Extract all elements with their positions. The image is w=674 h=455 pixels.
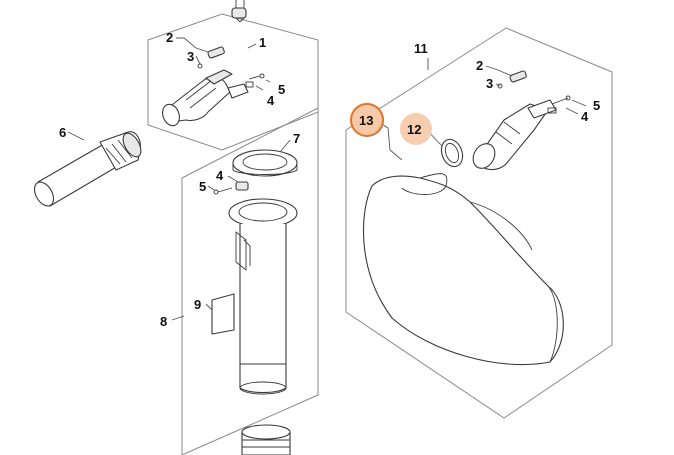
callout-3-b[interactable]: 3 bbox=[486, 76, 493, 91]
callout-9[interactable]: 9 bbox=[194, 297, 201, 312]
part-6-extension-tube bbox=[33, 131, 142, 207]
leader-lines bbox=[67, 37, 587, 321]
callout-5-b[interactable]: 5 bbox=[199, 179, 206, 194]
callout-5-c[interactable]: 5 bbox=[593, 98, 600, 113]
callout-4-c[interactable]: 4 bbox=[581, 109, 589, 124]
callout-2-b[interactable]: 2 bbox=[476, 58, 483, 73]
callout-11[interactable]: 11 bbox=[414, 41, 428, 56]
callout-3-a[interactable]: 3 bbox=[187, 49, 194, 64]
assembly-box-1 bbox=[147, 13, 319, 151]
callout-13[interactable]: 13 bbox=[359, 113, 373, 128]
part-12-clamp bbox=[440, 138, 464, 168]
part-11-collection-bag bbox=[362, 173, 564, 366]
callout-1[interactable]: 1 bbox=[259, 35, 266, 50]
callout-4-b[interactable]: 4 bbox=[216, 168, 224, 183]
callout-5-a[interactable]: 5 bbox=[278, 82, 285, 97]
callout-7[interactable]: 7 bbox=[293, 131, 300, 146]
part-9-label-sticker bbox=[211, 293, 235, 335]
part-8-vertical-tube bbox=[228, 198, 298, 395]
callout-6[interactable]: 6 bbox=[59, 125, 66, 140]
bag-adapter-part bbox=[472, 70, 571, 171]
flex-hose-fragment bbox=[241, 424, 291, 455]
callout-2-a[interactable]: 2 bbox=[166, 30, 173, 45]
assembly-box-11 bbox=[345, 27, 613, 419]
top-clip-part bbox=[231, 0, 247, 23]
assembly-box-8 bbox=[181, 107, 319, 455]
callout-12[interactable]: 12 bbox=[407, 122, 421, 137]
part-7-ring bbox=[232, 149, 298, 177]
highlight-circle-13 bbox=[350, 103, 384, 137]
part-1-intake-tube bbox=[162, 46, 265, 127]
clip-and-screw-mid bbox=[213, 181, 249, 195]
callout-4-a[interactable]: 4 bbox=[267, 93, 275, 108]
highlight-circle-12 bbox=[400, 113, 432, 145]
callout-8[interactable]: 8 bbox=[160, 314, 167, 329]
